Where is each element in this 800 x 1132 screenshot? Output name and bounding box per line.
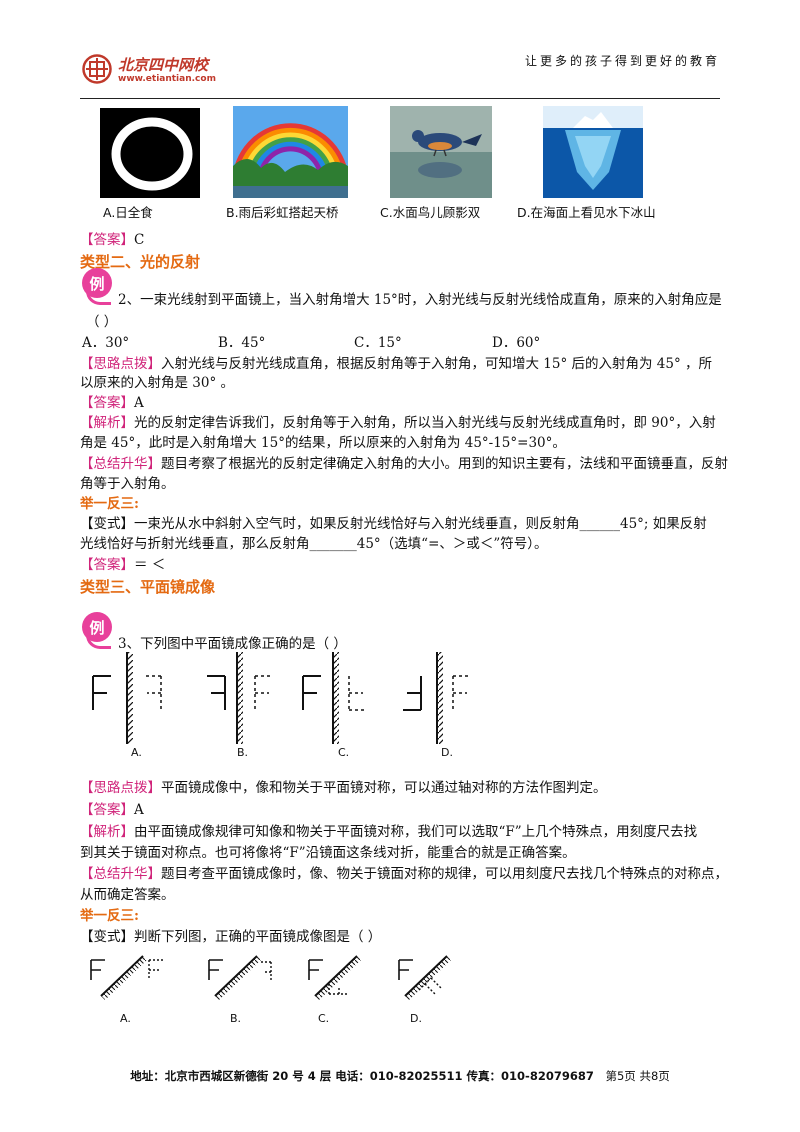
q2-option-a: A．30°	[82, 335, 130, 351]
picture-eclipse	[100, 108, 200, 198]
q2-question-line1: 2、一束光线射到平面镜上，当入射角增大 15°时，入射光线与反射光线恰成直角，原…	[118, 292, 722, 308]
q2-analysis-line1: 【解析】光的反射定律告诉我们，反射角等于入射角，所以当入射光线与反射光线成直角时…	[80, 415, 716, 431]
q3-mirror-diagrams	[85, 648, 485, 748]
q3-variant-label-d: D.	[410, 1012, 422, 1025]
q3-diagram-label-a: A.	[131, 746, 142, 759]
picture-caption-d: D.在海面上看见水下冰山	[517, 205, 656, 220]
q3-diagram-a	[92, 652, 162, 744]
q3-summary-line2: 从而确定答案。	[80, 887, 175, 903]
type2-heading: 类型二、光的反射	[80, 253, 201, 271]
footer-page-number: 第5页 共8页	[605, 1069, 670, 1083]
q2-variant-line1: 【变式】一束光从水中斜射入空气时，如果反射光线恰好与入射光线垂直，则反射角___…	[80, 516, 707, 532]
q3-variant-label-a: A.	[120, 1012, 131, 1025]
header-divider	[80, 98, 720, 99]
q3-diagram-b	[207, 652, 273, 744]
picture-caption-c: C.水面鸟儿顾影双	[380, 205, 481, 220]
q3-variant-label-c: C.	[318, 1012, 330, 1025]
picture-iceberg	[543, 106, 643, 198]
q3-variant-diagram-a	[90, 955, 163, 1000]
page-footer: 地址：北京市西城区新德街 20 号 4 层 电话：010-82025511 传真…	[0, 1068, 800, 1084]
footer-address: 地址：北京市西城区新德街 20 号 4 层 电话：010-82025511 传真…	[130, 1069, 594, 1083]
q3-question: 3、下列图中平面镜成像正确的是（ ）	[118, 636, 347, 652]
q2-option-d: D．60°	[492, 335, 541, 351]
q3-diagram-c	[302, 652, 367, 744]
q3-variant-label-b: B.	[230, 1012, 242, 1025]
q2-hint-line1: 【思路点拨】入射光线与反射光线成直角，根据反射角等于入射角，可知增大 15° 后…	[80, 356, 713, 372]
q3-analysis-line1: 【解析】由平面镜成像规律可知像和物关于平面镜对称，我们可以选取“F”上几个特殊点…	[80, 824, 698, 840]
q3-variant: 【变式】判断下列图，正确的平面镜成像图是（ ）	[80, 929, 382, 945]
q3-variant-diagrams	[85, 950, 475, 1010]
q2-summary-line1: 【总结升华】题目考察了根据光的反射定律确定入射角的大小。用到的知识主要有，法线和…	[80, 456, 728, 472]
q3-hint: 【思路点拨】平面镜成像中，像和物关于平面镜对称，可以通过轴对称的方法作图判定。	[80, 780, 607, 796]
q2-question-line2: （ ）	[86, 314, 118, 330]
picture-caption-a: A.日全食	[103, 205, 153, 220]
q2-variant-answer: 【答案】＝ ＜	[80, 557, 166, 573]
q2-summary-line2: 角等于入射角。	[80, 476, 175, 492]
q3-variant-diagram-d	[398, 955, 451, 1000]
q2-analysis-line2: 角是 45°，此时是入射角增大 15°的结果，所以原来的入射角为 45°-15°…	[80, 435, 566, 451]
q3-analysis-line2: 到其关于镜面对称点。也可将像将“F”沿镜面这条线对折，能重合的就是正确答案。	[80, 845, 576, 861]
q3-practice-heading: 举一反三:	[80, 908, 139, 924]
logo-name: 北京四中网校	[118, 56, 209, 74]
q3-diagram-label-b: B.	[237, 746, 249, 759]
q2-option-c: C．15°	[354, 335, 402, 351]
picture-caption-b: B.雨后彩虹搭起天桥	[226, 205, 339, 220]
q3-diagram-label-d: D.	[441, 746, 453, 759]
q3-variant-diagram-c	[308, 955, 361, 1000]
q3-diagram-d	[403, 652, 471, 744]
q3-answer: 【答案】A	[80, 802, 144, 818]
q2-practice-heading: 举一反三:	[80, 496, 139, 512]
q3-variant-diagram-b	[208, 955, 272, 1000]
picture-rainbow	[233, 106, 348, 198]
logo-icon	[82, 54, 112, 84]
q2-option-b: B．45°	[218, 335, 266, 351]
page-header: 北京四中网校 www.etiantian.com 让更多的孩子得到更好的教育	[80, 40, 720, 102]
header-slogan: 让更多的孩子得到更好的教育	[524, 54, 720, 68]
logo-url[interactable]: www.etiantian.com	[118, 74, 216, 84]
q2-hint-line2: 以原来的入射角是 30° 。	[80, 375, 235, 391]
q1-answer: 【答案】C	[80, 232, 145, 248]
q2-answer: 【答案】A	[80, 395, 144, 411]
picture-bird	[390, 106, 492, 198]
example-badge-arc-1	[86, 290, 111, 305]
q3-diagram-label-c: C.	[338, 746, 350, 759]
q2-variant-line2: 光线恰好与折射光线垂直，那么反射角_______45°（选填“=、＞或＜”符号）…	[80, 536, 548, 552]
example-badge-arc-2	[86, 634, 111, 649]
type3-heading: 类型三、平面镜成像	[80, 578, 216, 596]
q3-summary-line1: 【总结升华】题目考查平面镜成像时，像、物关于镜面对称的规律，可以用刻度尺去找几个…	[80, 866, 728, 882]
